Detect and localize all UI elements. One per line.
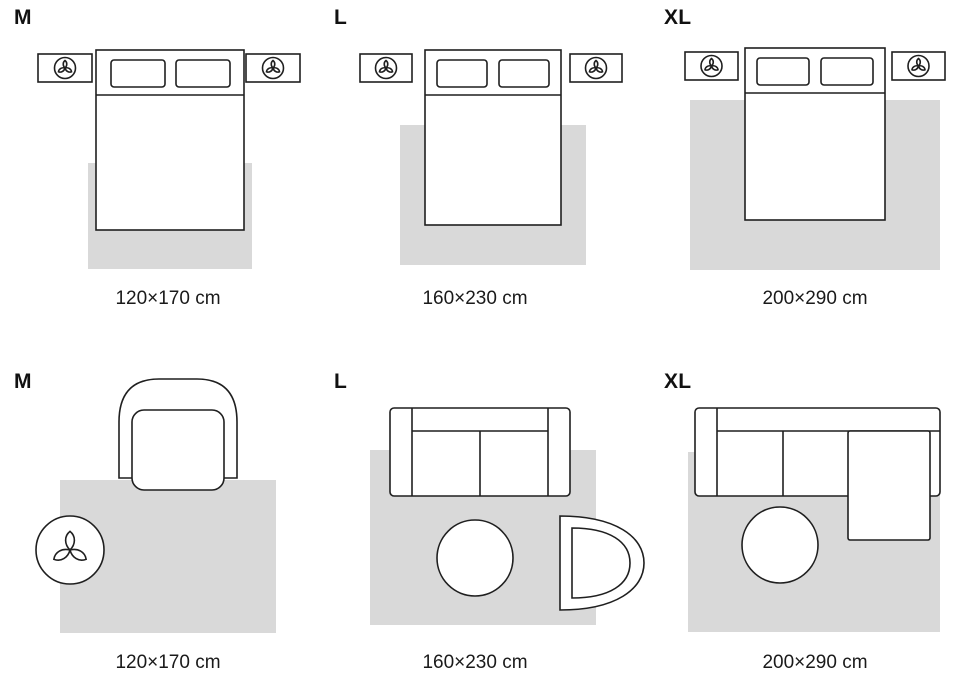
nightstand-right bbox=[891, 51, 946, 81]
panel-bedroom-l: L 160×230 cm bbox=[320, 0, 650, 340]
panel-living-m: M 120×170 cm bbox=[0, 360, 320, 690]
dimension-label: 160×230 cm bbox=[422, 652, 528, 673]
dimension-label: 160×230 cm bbox=[422, 288, 528, 309]
pillow bbox=[820, 57, 874, 86]
dimension-label: 200×290 cm bbox=[762, 288, 868, 309]
pillow bbox=[498, 59, 550, 88]
nightstand-left bbox=[684, 51, 739, 81]
pillow bbox=[110, 59, 166, 88]
panel-bedroom-m: M 120×170 cm bbox=[0, 0, 320, 340]
nightstand-right bbox=[569, 53, 623, 83]
sofa bbox=[389, 407, 571, 497]
panel-bedroom-xl: XL 200×290 cm bbox=[650, 0, 960, 340]
living-illustration-l bbox=[370, 407, 645, 625]
chaise bbox=[847, 430, 931, 541]
panel-living-xl: XL 200×290 cm bbox=[650, 360, 960, 690]
side-table bbox=[35, 515, 105, 585]
size-label: XL bbox=[664, 370, 692, 393]
nightstand-right bbox=[245, 53, 301, 83]
pillow bbox=[175, 59, 231, 88]
pillow bbox=[436, 59, 488, 88]
pillow bbox=[756, 57, 810, 86]
coffee-table bbox=[436, 519, 514, 597]
living-illustration-m bbox=[35, 378, 276, 633]
nightstand-left bbox=[37, 53, 93, 83]
armchair bbox=[118, 378, 238, 491]
size-label: M bbox=[14, 370, 32, 393]
living-illustration-xl bbox=[688, 407, 941, 632]
sectional-sofa bbox=[694, 407, 941, 541]
nightstand-left bbox=[359, 53, 413, 83]
bed bbox=[424, 49, 562, 226]
bed bbox=[744, 47, 886, 221]
bedroom-illustration-l bbox=[359, 49, 623, 265]
bedroom-illustration-m bbox=[37, 49, 301, 269]
armchair-seat bbox=[131, 409, 225, 491]
armchair-seat bbox=[571, 527, 631, 599]
bed bbox=[95, 49, 245, 231]
size-label: M bbox=[14, 6, 32, 29]
bedroom-illustration-xl bbox=[684, 47, 946, 270]
size-label: XL bbox=[664, 6, 692, 29]
size-label: L bbox=[334, 370, 348, 393]
dimension-label: 120×170 cm bbox=[115, 288, 221, 309]
size-label: L bbox=[334, 6, 348, 29]
coffee-table bbox=[741, 506, 819, 584]
armchair bbox=[559, 515, 645, 611]
dimension-label: 200×290 cm bbox=[762, 652, 868, 673]
panel-living-l: L 160×230 cm bbox=[320, 360, 650, 690]
dimension-label: 120×170 cm bbox=[115, 652, 221, 673]
